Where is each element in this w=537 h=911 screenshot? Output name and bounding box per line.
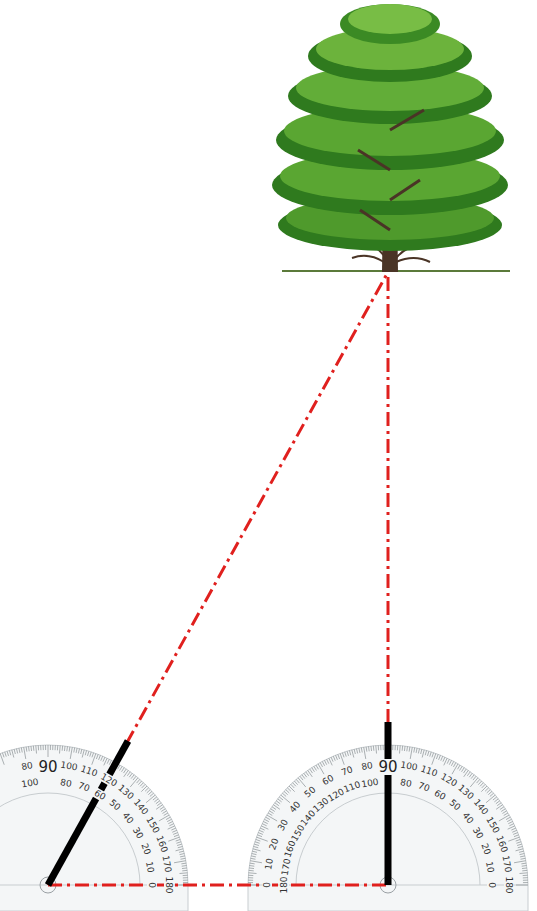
sight-line	[387, 272, 390, 885]
baseline	[48, 884, 388, 887]
scale-number: 90	[37, 759, 58, 775]
scale-number: 80	[20, 760, 35, 772]
sight-line	[48, 272, 388, 885]
scale-number: 180	[279, 875, 289, 894]
scale-number: 80	[59, 777, 74, 789]
scale-number: 10	[263, 857, 275, 872]
scale-number: 0	[147, 881, 157, 889]
scale-number: 0	[262, 881, 272, 889]
scale-number: 180	[164, 875, 174, 894]
protractor-ticks	[0, 745, 528, 885]
pointer-bar	[48, 741, 128, 885]
tree	[272, 4, 510, 272]
scale-number: 0	[487, 881, 497, 889]
scale-number: 180	[504, 875, 514, 894]
scale-number: 80	[360, 760, 375, 772]
scale-number: 80	[399, 777, 414, 789]
sight-lines	[48, 272, 388, 885]
scale-number: 90	[377, 759, 398, 775]
pointer-bar	[385, 722, 392, 885]
